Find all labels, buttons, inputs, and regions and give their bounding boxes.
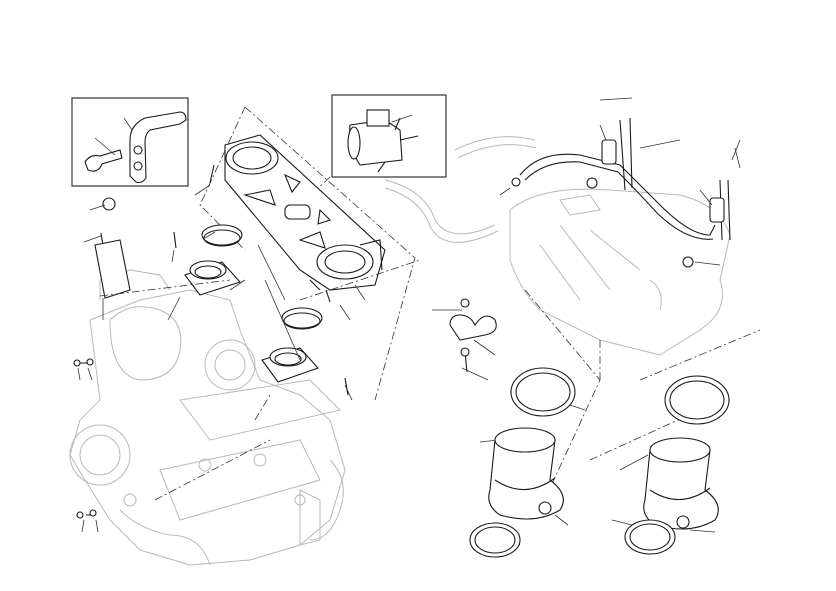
hose-ghost [454,136,537,159]
o-ring [624,519,676,555]
leader-lines-left [77,184,421,533]
hose-bracket [449,298,497,373]
screws [73,164,349,519]
throttle-body [224,134,386,291]
hose-ghost [384,179,499,243]
assembly-outline-right [524,289,761,511]
intake-flange [184,260,241,296]
o-ring [664,375,730,425]
o-ring [469,522,521,558]
fuel-tank [509,188,731,356]
fuel-filter-part [347,109,419,173]
intake-flange [261,347,319,383]
hose-clamp [201,224,243,247]
intake-manifold [643,437,719,530]
sensor-plug [538,501,552,515]
engine-block [69,269,346,566]
bracket-part [84,111,187,184]
intake-manifold [488,427,564,520]
o-ring [510,367,576,417]
sensor-plug [676,515,690,529]
fuel-rail-hoses [511,117,731,268]
hose-clamp [281,307,323,330]
